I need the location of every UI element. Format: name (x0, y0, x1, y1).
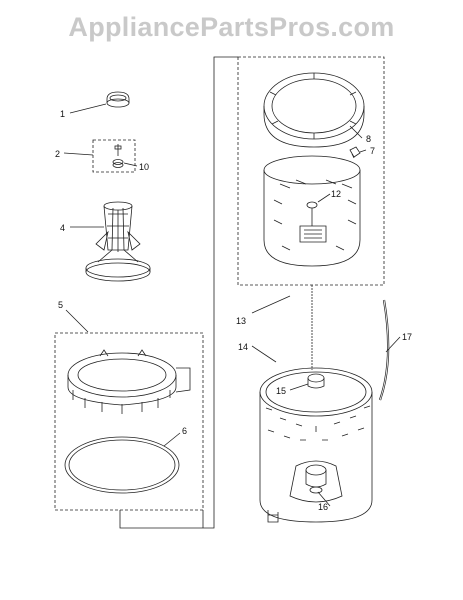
watermark-logo: AppliancePartsPros.com (68, 12, 395, 42)
callout-17: 17 (402, 332, 412, 342)
callout-6: 6 (182, 426, 187, 436)
callout-5: 5 (58, 300, 63, 310)
callout-13: 13 (236, 316, 246, 326)
assembly-connector-line (119, 56, 238, 529)
callout-16: 16 (318, 502, 328, 512)
part-1-agitator-cap[interactable] (106, 91, 130, 108)
part-13-dashed-box (237, 56, 385, 286)
part-16-drain-hub[interactable] (289, 460, 343, 503)
callout-8: 8 (366, 134, 371, 144)
part-7-clip[interactable] (349, 146, 361, 159)
callout-2: 2 (55, 149, 60, 159)
part-4-agitator[interactable] (85, 201, 151, 282)
part-15-spin-bearing[interactable] (307, 373, 325, 389)
callout-1: 1 (60, 109, 65, 119)
callout-12: 12 (331, 189, 341, 199)
leader-lines (63, 103, 401, 507)
part-5-ring[interactable] (67, 349, 191, 414)
part-12-basket[interactable] (263, 155, 361, 267)
callout-15: 15 (276, 386, 286, 396)
callout-10: 10 (139, 162, 149, 172)
part-8-tub-ring[interactable] (263, 72, 365, 148)
part-14-outer-tub[interactable] (259, 367, 373, 523)
part-17-hose[interactable] (378, 299, 390, 401)
part-2-bolt-group[interactable] (92, 139, 136, 173)
part-5-dashed-box (54, 332, 204, 511)
callout-4: 4 (60, 223, 65, 233)
callout-14: 14 (238, 342, 248, 352)
callout-labels: 1 2 10 4 5 6 8 7 12 13 14 15 16 17 (55, 109, 412, 512)
callout-7: 7 (370, 146, 375, 156)
part-6-seal[interactable] (64, 436, 180, 494)
